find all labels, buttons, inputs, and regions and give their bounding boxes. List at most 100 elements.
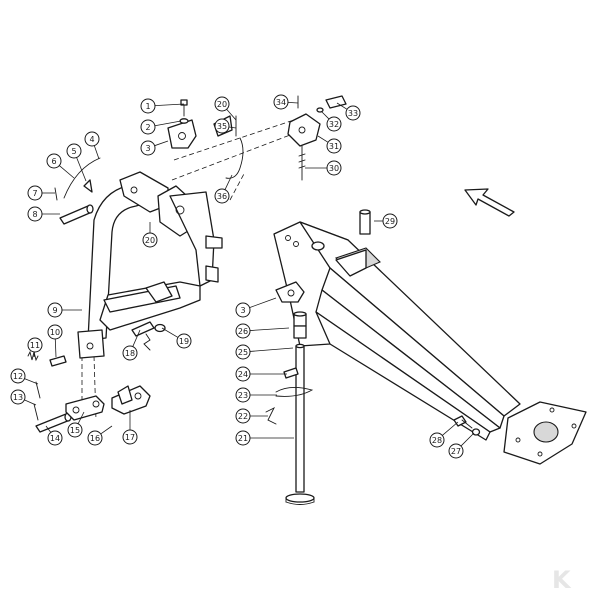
bracket-part-3-lower — [275, 281, 305, 303]
callout-number: 24 — [238, 370, 248, 379]
end-plate — [503, 401, 587, 465]
callout-c34: 34 — [273, 94, 299, 110]
callout-c35: 35 — [214, 118, 237, 134]
callout-c22: 22 — [235, 408, 268, 424]
callout-circle — [84, 131, 100, 147]
callout-leader — [249, 297, 277, 308]
direction-arrow-icon — [464, 188, 515, 217]
callout-leader — [59, 165, 75, 179]
callout-circle — [140, 98, 156, 114]
link-part-17 — [111, 385, 151, 415]
callout-number: 3 — [240, 306, 245, 315]
callout-leader — [54, 338, 57, 358]
callout-number: 17 — [125, 433, 135, 442]
callout-leader — [154, 120, 182, 127]
callout-circle — [235, 344, 251, 360]
callout-c6: 6 — [46, 153, 75, 179]
callout-c1: 1 — [140, 98, 185, 114]
callout-number: 34 — [276, 98, 286, 107]
callout-number: 18 — [125, 349, 135, 358]
callout-number: 33 — [348, 109, 358, 118]
callout-circle — [87, 430, 103, 446]
callout-circle — [235, 366, 251, 382]
callout-c20b: 20 — [214, 96, 237, 121]
callout-number: 5 — [71, 147, 76, 156]
callout-leader — [228, 126, 237, 129]
callout-circle — [10, 368, 26, 384]
callout-leader — [161, 327, 179, 338]
callout-leader — [321, 111, 330, 120]
callout-circle — [214, 96, 230, 112]
callout-circle — [122, 429, 138, 445]
callout-circle — [326, 116, 342, 132]
callout-circle — [140, 140, 156, 156]
callout-circle — [27, 337, 43, 353]
clip-part-7 — [54, 187, 58, 201]
callout-c31: 31 — [317, 135, 342, 154]
drawbar-beam — [273, 221, 521, 441]
callout-c17: 17 — [122, 410, 138, 445]
callout-c3b: 3 — [235, 297, 277, 318]
washer-part-19 — [154, 323, 166, 333]
callout-number: 29 — [385, 217, 395, 226]
callout-circle — [140, 119, 156, 135]
callout-number: 22 — [238, 412, 248, 421]
callout-c28: 28 — [429, 421, 459, 448]
callout-circle — [429, 432, 445, 448]
callout-circle — [67, 422, 83, 438]
callout-c9: 9 — [47, 302, 82, 318]
callout-number: 31 — [329, 142, 339, 151]
callout-number: 14 — [50, 434, 60, 443]
callout-leader — [249, 327, 290, 331]
callout-number: 11 — [30, 341, 40, 350]
callout-leader — [226, 109, 237, 121]
callout-circle — [345, 105, 361, 121]
callout-c15: 15 — [67, 411, 85, 438]
callout-number: 10 — [50, 328, 60, 337]
callout-number: 21 — [238, 434, 248, 443]
callout-c26: 26 — [235, 323, 290, 339]
callout-number: 32 — [329, 120, 339, 129]
callout-c19: 19 — [161, 327, 192, 349]
callout-leader — [76, 157, 87, 182]
callout-c14: 14 — [45, 425, 63, 446]
callout-circle — [273, 94, 289, 110]
bolt-part-28 — [453, 415, 473, 429]
callout-circle — [448, 443, 464, 459]
callout-circle — [66, 143, 82, 159]
pin-part-8 — [59, 204, 94, 225]
callout-number: 3 — [145, 144, 150, 153]
callout-number: 26 — [238, 327, 248, 336]
callout-leader — [24, 378, 39, 385]
linchpin-part-4 — [63, 157, 101, 199]
spring-part-11 — [27, 350, 39, 362]
bolt-part-30 — [297, 95, 306, 181]
callout-c23: 23 — [235, 387, 277, 403]
callout-c29: 29 — [374, 213, 398, 229]
callout-c30: 30 — [305, 160, 342, 176]
callout-c36: 36 — [214, 174, 233, 204]
callout-number: 25 — [238, 348, 248, 357]
bushing-part-29 — [359, 209, 371, 235]
bracket-part-3-upper — [167, 119, 197, 149]
callout-c2: 2 — [140, 119, 182, 135]
callout-circle — [235, 387, 251, 403]
callout-number: 20 — [217, 100, 227, 109]
callout-leader — [460, 432, 475, 447]
pin-part-33 — [316, 95, 347, 113]
callout-number: 13 — [13, 393, 23, 402]
main-frame-assembly — [77, 171, 223, 359]
callout-circle — [47, 430, 63, 446]
spring-part-13 — [143, 333, 151, 351]
callout-circle — [382, 213, 398, 229]
callout-circle — [214, 118, 230, 134]
washer-part-27 — [471, 428, 481, 436]
callout-leader — [249, 347, 294, 352]
callout-c25: 25 — [235, 344, 294, 360]
callout-number: 7 — [32, 189, 37, 198]
callout-leader — [45, 425, 52, 433]
callout-circle — [27, 185, 43, 201]
callout-number: 23 — [238, 391, 248, 400]
callout-circle — [214, 188, 230, 204]
